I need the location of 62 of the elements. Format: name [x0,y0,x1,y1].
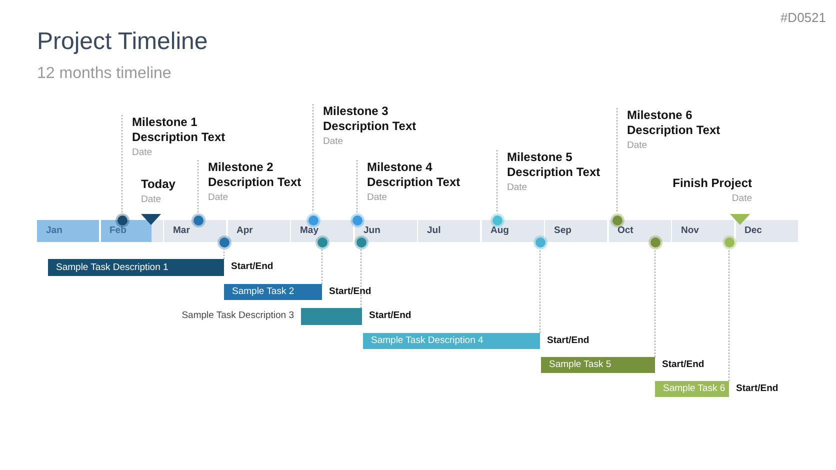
task-bar: Sample Task Description 4 [363,333,540,349]
leader-line [728,249,730,382]
timeline-month: May [291,220,353,242]
milestone-title: Milestone 4 Description Text [367,160,462,190]
leader-line [356,160,358,213]
milestone-title: Milestone 1 Description Text [132,115,226,145]
leader-line [312,104,314,213]
milestone-dot [722,234,736,250]
milestone-date: Date [141,194,162,206]
timeline-month: Jun [354,220,416,242]
milestone-title: Today [141,177,176,192]
milestone-date: Date [132,147,154,159]
task-bar: Sample Task Description 1 [48,259,224,276]
leader-line [360,249,362,308]
milestone-dot [490,212,504,228]
leader-line [654,249,656,358]
milestone-dot [216,234,232,250]
timeline-month: Sep [545,220,607,242]
timeline-month: Jul [418,220,480,242]
milestone-dot [648,234,662,250]
milestone-dot [532,234,548,250]
task-date-label: Start/End [662,359,704,370]
task-bar: Sample Task 5 [541,357,655,373]
task-bar: Sample Task 6 [655,381,729,397]
task-date-label: Start/End [329,286,372,297]
timeline-month: Mar [164,220,226,242]
task-label: Sample Task Description 3 [182,310,294,321]
task-date-label: Start/End [369,310,412,321]
subtitle: 12 months timeline [37,65,172,83]
milestone-date: Date [367,192,388,204]
task-date-label: Start/End [547,335,590,346]
milestone-dot [350,212,364,228]
milestone-dot [190,212,206,228]
milestone-dot [354,234,368,250]
milestone-title: Milestone 3 Description Text [323,104,418,134]
timeline-month: Feb [100,220,162,242]
leader-line [496,150,498,213]
milestone-dot [610,212,624,228]
milestone-date: Date [507,182,528,194]
task-date-label: Start/End [736,383,778,394]
task-bar: Sample Task 2 [224,284,322,300]
page-title: Project Timeline [37,28,208,56]
milestone-title: Finish Project [672,176,752,191]
timeline-month: Dec [736,220,798,242]
milestone-date: Date [323,136,344,148]
milestone-title: Milestone 2 Description Text [208,160,302,190]
timeline-month: Oct [608,220,670,242]
milestone-title: Milestone 5 Description Text [507,150,602,180]
leader-line [616,108,618,213]
document-code: #D0521 [780,10,826,25]
task-date-label: Start/End [231,261,274,272]
timeline-month: Apr [228,220,290,242]
milestone-dot [306,212,320,228]
milestone-date: Date [627,140,648,152]
milestone-date: Date [208,192,230,204]
timeline-month: Nov [672,220,734,242]
timeline-month: Aug [482,220,544,242]
milestone-dot [314,234,330,250]
timeline-month: Jan [37,220,99,242]
milestone-date: Date [730,193,752,205]
milestone-title: Milestone 6 Description Text [627,108,722,138]
milestone-dot [114,212,130,228]
